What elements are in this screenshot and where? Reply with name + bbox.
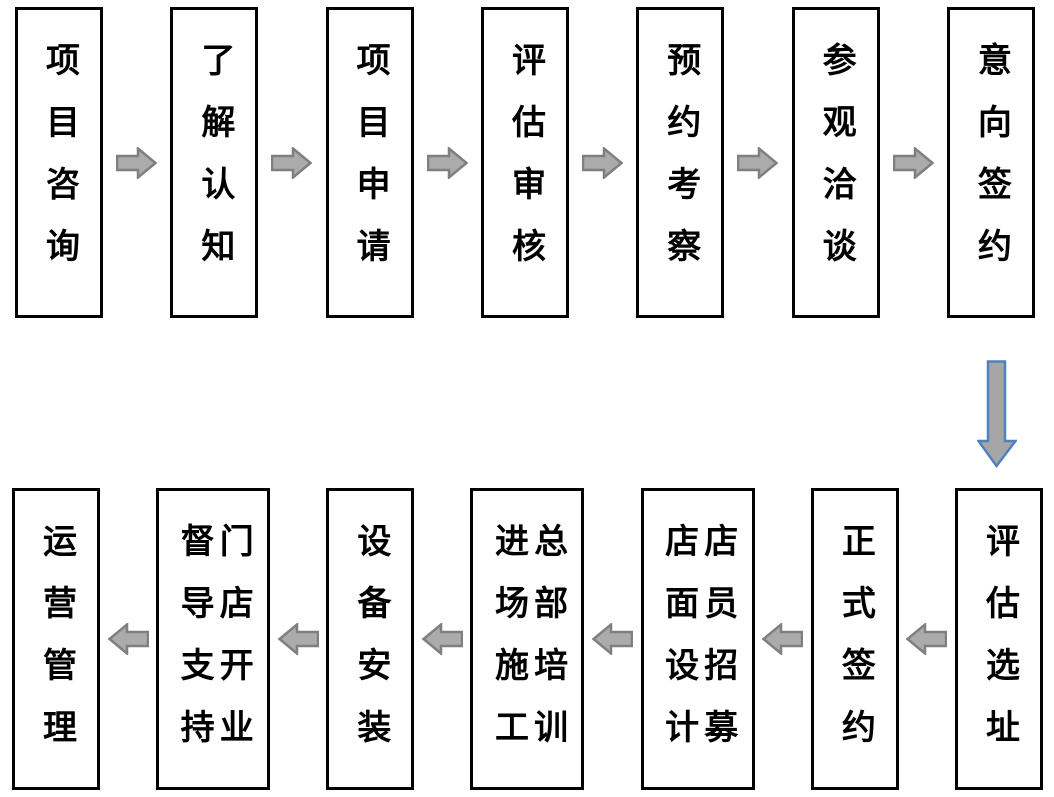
right-arrow-icon [115, 145, 158, 180]
flow-box-project-application: 项目申请 [325, 7, 414, 318]
flow-box-label: 意向签约 [972, 42, 1010, 290]
flow-box-label: 正式签约 [836, 523, 874, 771]
flow-box-label: 进场施工 [489, 523, 527, 771]
flow-box-label: 预约考察 [661, 42, 699, 290]
flow-box-label: 门店开业 [214, 523, 252, 771]
flow-box-label: 设备安装 [351, 523, 389, 771]
left-arrow-icon [421, 621, 464, 657]
top-row: 项目咨询 了解认知 项目申请 评估审核 预约考察 参观洽谈 意向签约 [15, 7, 1035, 318]
flow-box-label: 店面设计 [659, 523, 697, 771]
flow-box-formal-signing: 正式签约 [810, 488, 899, 790]
flow-box-equipment-installation: 设备安装 [326, 488, 415, 790]
flow-box-tour-negotiation: 参观洽谈 [791, 7, 880, 318]
left-arrow-icon [277, 621, 319, 657]
bottom-row: 运营管理督导支持门店开业设备安装进场施工总部培训店面设计店员招募正式签约评估选址 [12, 488, 1043, 790]
flow-box-site-evaluation: 评估选址 [954, 488, 1043, 790]
right-arrow-icon [581, 145, 624, 180]
flow-box-label: 参观洽谈 [817, 42, 855, 290]
flow-box-construction-hq-training: 进场施工总部培训 [470, 488, 585, 790]
flow-box-operations-management: 运营管理 [12, 488, 100, 790]
flow-box-intent-signing: 意向签约 [946, 7, 1035, 318]
flow-box-label: 总部培训 [528, 523, 566, 771]
flow-box-evaluation-review: 评估审核 [480, 7, 569, 318]
flow-box-label: 运营管理 [37, 523, 75, 771]
flow-box-label: 项目咨询 [40, 42, 78, 290]
flow-box-label: 督导支持 [175, 523, 213, 771]
left-arrow-icon [905, 621, 948, 657]
flow-box-store-design-staff-recruitment: 店面设计店员招募 [640, 488, 755, 790]
flow-box-label: 店员招募 [698, 523, 736, 771]
flow-box-label: 项目申请 [351, 42, 389, 290]
down-arrow-icon [976, 360, 1019, 469]
left-arrow-icon [107, 621, 149, 657]
flow-box-understanding: 了解认知 [170, 7, 259, 318]
flow-box-supervision-support-store-opening: 督导支持门店开业 [156, 488, 271, 790]
flow-box-label: 了解认知 [195, 42, 233, 290]
flow-box-label: 评估审核 [506, 42, 544, 290]
right-arrow-icon [426, 145, 469, 180]
left-arrow-icon [761, 621, 804, 657]
left-arrow-icon [591, 621, 634, 657]
right-arrow-icon [892, 145, 935, 180]
flow-box-appointment-visit: 预约考察 [636, 7, 725, 318]
flow-box-project-consultation: 项目咨询 [15, 7, 103, 318]
right-arrow-icon [737, 145, 779, 180]
right-arrow-icon [271, 145, 313, 180]
flow-box-label: 评估选址 [980, 523, 1018, 771]
